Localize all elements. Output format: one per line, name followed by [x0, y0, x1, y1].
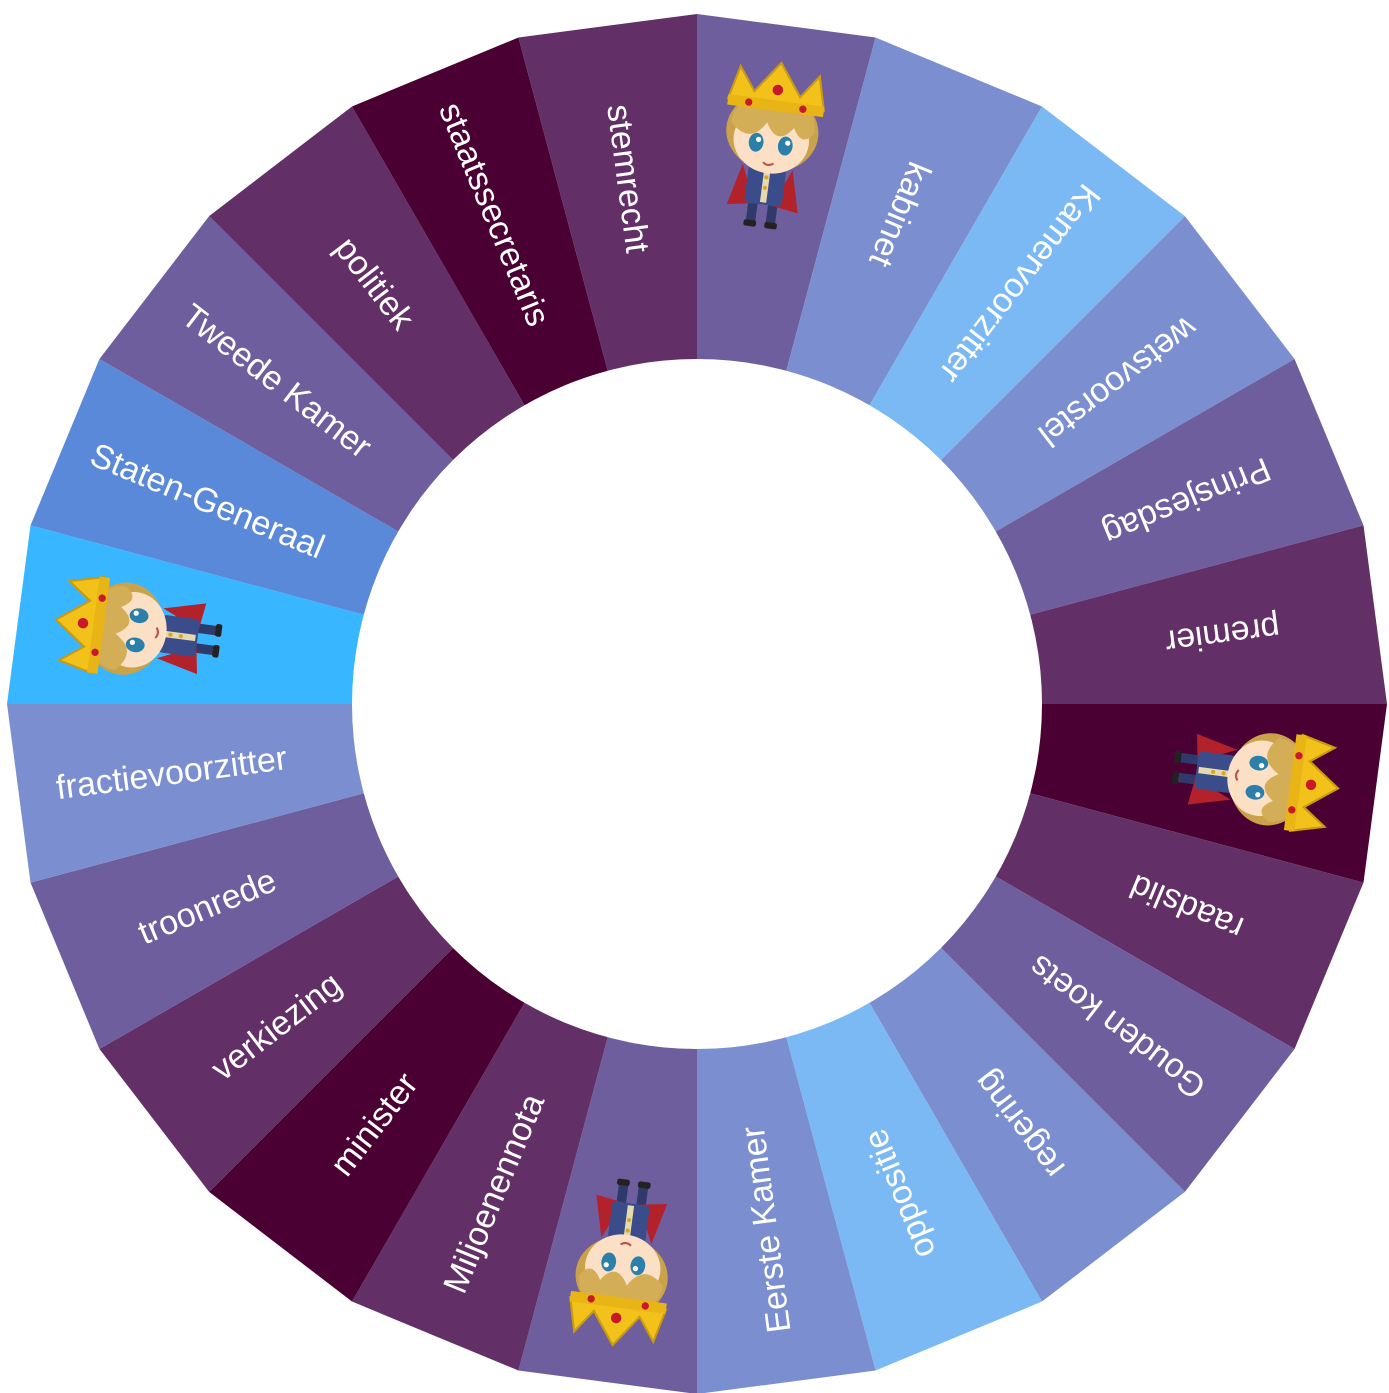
wheel-segment: Miljoenennota	[352, 1002, 608, 1371]
wheel-segment: kabinet	[786, 37, 1042, 406]
crowned-prince-icon	[726, 61, 825, 230]
wheel-segment: regering	[869, 947, 1185, 1302]
wheel-segment-icon	[7, 525, 364, 704]
crowned-prince-icon	[1171, 733, 1340, 832]
segment-slice	[209, 106, 525, 461]
wheel-segment-icon	[518, 1037, 697, 1393]
wheel-segments: kabinetKamervoorzitterwetsvoorstelPrinsj…	[7, 14, 1387, 1393]
segment-slice	[209, 947, 525, 1302]
segment-slice	[518, 14, 697, 371]
segment-slice	[869, 106, 1185, 461]
wheel-segment: minister	[209, 947, 525, 1302]
segment-slice	[7, 704, 364, 883]
segment-slice	[995, 359, 1364, 615]
wheel-segment-icon	[1030, 704, 1387, 883]
segment-slice	[869, 947, 1185, 1302]
wheel-segment: premier	[1030, 525, 1387, 704]
wheel-segment: troonrede	[30, 793, 399, 1049]
wheel-center-hole	[352, 359, 1042, 1049]
wheel-segment: fractievoorzitter	[7, 704, 364, 883]
wheel-segment: raadslid	[995, 793, 1364, 1049]
segment-slice	[352, 37, 608, 406]
wheel-segment: stemrecht	[518, 14, 697, 371]
wheel-segment: Prinsjesdag	[995, 359, 1364, 615]
segment-slice	[786, 37, 1042, 406]
segment-slice	[940, 216, 1295, 532]
segment-slice	[995, 793, 1364, 1049]
wheel-segment: politiek	[209, 106, 525, 461]
crowned-prince-icon	[54, 576, 223, 675]
segment-slice	[1030, 525, 1387, 704]
crowned-prince-icon	[569, 1178, 668, 1347]
wheel-segment: oppositie	[786, 1002, 1042, 1371]
wheel-segment-icon	[697, 14, 876, 371]
segment-slice	[99, 216, 454, 532]
wheel-segment: verkiezing	[99, 876, 454, 1192]
wheel-segment: Staten-Generaal	[30, 359, 399, 615]
segment-slice	[30, 359, 399, 615]
segment-slice	[99, 876, 454, 1192]
wheel-segment: Gouden koets	[940, 876, 1295, 1192]
segment-slice	[352, 1002, 608, 1371]
segment-slice	[786, 1002, 1042, 1371]
wheel-segment: Eerste Kamer	[697, 1037, 876, 1393]
segment-slice	[940, 876, 1295, 1192]
segment-slice	[697, 1037, 876, 1393]
segment-slice	[30, 793, 399, 1049]
